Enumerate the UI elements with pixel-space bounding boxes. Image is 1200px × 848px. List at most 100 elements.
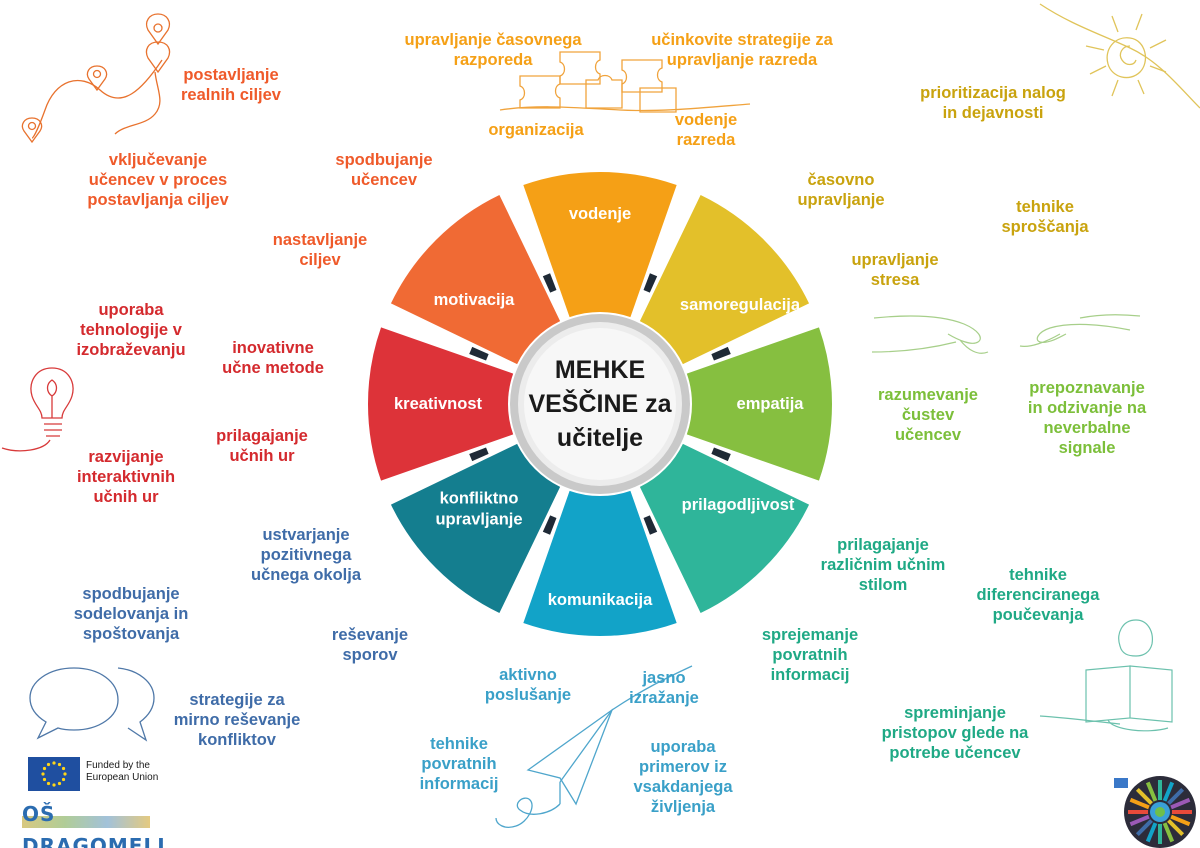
label-line: spoštovanja — [82, 625, 180, 643]
label-line: spodbujanje — [82, 585, 180, 603]
lightbulb-icon — [1, 367, 74, 452]
label-line: razreda — [676, 131, 736, 149]
label-line: upravljanje razreda — [666, 51, 818, 69]
center-title-line-2: VEŠČINE za — [528, 388, 672, 418]
label-line: sporov — [342, 646, 398, 664]
center-circle: MEHKE VEŠČINE za učitelje — [510, 314, 690, 494]
eu-star-icon — [61, 766, 66, 771]
segment-motivacija — [390, 194, 561, 365]
label-line: ustvarjanje — [262, 526, 350, 544]
eu-star-icon — [63, 772, 67, 776]
segment-label-kreativnost: kreativnost — [394, 395, 483, 413]
label-line: upravljanje — [851, 251, 939, 269]
label-line: izobraževanju — [76, 341, 186, 359]
label-jasno-izrazanje: jasno izražanje — [629, 668, 699, 708]
label-line: razvijanje — [88, 448, 164, 466]
label-line: povratnih — [772, 646, 848, 664]
badge-spoke — [1129, 797, 1150, 810]
segment-separator — [711, 447, 731, 462]
label-line: učencev — [894, 426, 962, 444]
label-line: učnega okolja — [250, 566, 362, 584]
eu-star-icon — [46, 762, 51, 767]
label-line: jasno — [642, 669, 686, 687]
segment-label-prilagodljivost: prilagodljivost — [682, 496, 795, 514]
segment-separator — [711, 346, 731, 361]
label-line: razumevanje — [878, 386, 978, 404]
label-line: uporaba — [98, 301, 164, 319]
label-spodbujanje-sodelovanja: spodbujanje sodelovanja in spoštovanja — [74, 584, 189, 644]
label-prilagajanje-ur: prilagajanje učnih ur — [216, 426, 308, 466]
eu-star-icon — [57, 781, 62, 786]
badge-spoke — [1129, 814, 1150, 827]
label-line: prilagajanje — [837, 536, 929, 554]
label-line: učnih ur — [93, 488, 159, 506]
eu-star-icon — [41, 772, 45, 776]
segment-separator — [643, 273, 658, 293]
label-organizacija: organizacija — [488, 120, 583, 140]
label-line: upravljanje — [797, 191, 885, 209]
eu-star-icon — [61, 777, 66, 782]
label-line: vsakdanjega — [633, 778, 733, 796]
eu-star-icon — [57, 762, 62, 767]
label-line: sprejemanje — [761, 626, 859, 644]
segment-label-samoregulacija: samoregulacija — [680, 296, 801, 314]
label-line: upravljanje časovnega — [404, 31, 582, 49]
label-line: sodelovanja in — [73, 605, 189, 623]
label-line: reševanje — [331, 626, 409, 644]
label-resevanje-sporov: reševanje sporov — [332, 625, 408, 665]
label-line: prilagajanje — [216, 427, 308, 445]
label-line: organizacija — [488, 121, 584, 139]
label-line: poučevanja — [992, 606, 1084, 624]
segment-prilagodljivost — [639, 443, 810, 614]
label-line: učencev — [350, 171, 418, 189]
badge-spoke — [1145, 822, 1158, 843]
segment-konfliktno-upravljanje — [390, 443, 561, 614]
label-line: nastavljanje — [272, 231, 368, 249]
speech-bubbles-icon — [29, 667, 155, 742]
badge-spoke — [1135, 819, 1153, 837]
segment-separator — [643, 515, 658, 535]
label-ustvarjanje-okolja: ustvarjanje pozitivnega učnega okolja — [251, 525, 361, 585]
label-line: informacij — [419, 775, 499, 793]
label-line: tehnike — [430, 735, 488, 753]
label-line: sproščanja — [1001, 218, 1089, 236]
segment-kreativnost — [368, 327, 514, 481]
label-line: pristopov glede na — [881, 724, 1029, 742]
center-title-line-1: MEHKE — [555, 356, 645, 384]
center-title-line-3: učitelje — [557, 424, 643, 452]
segment-label-konfliktno-upravljanje: upravljanje — [435, 511, 522, 529]
label-line: vključevanje — [108, 151, 208, 169]
school-logo-band — [22, 816, 150, 828]
segment-empatija — [686, 327, 832, 481]
label-line: stresa — [870, 271, 920, 289]
badge-spoke — [1145, 781, 1158, 802]
segment-label-motivacija: motivacija — [434, 291, 516, 309]
label-line: poslušanje — [484, 686, 572, 704]
eu-text-line-1: Funded by the — [86, 760, 150, 771]
label-line: diferenciranega — [976, 586, 1100, 604]
badge-spoke — [1162, 822, 1175, 843]
label-line: učinkovite strategije za — [651, 31, 833, 49]
label-line: učnih ur — [229, 447, 295, 465]
label-line: pozitivnega — [260, 546, 352, 564]
hands-icon — [871, 314, 1141, 354]
label-line: izražanje — [629, 689, 699, 707]
segment-separator — [469, 346, 489, 361]
